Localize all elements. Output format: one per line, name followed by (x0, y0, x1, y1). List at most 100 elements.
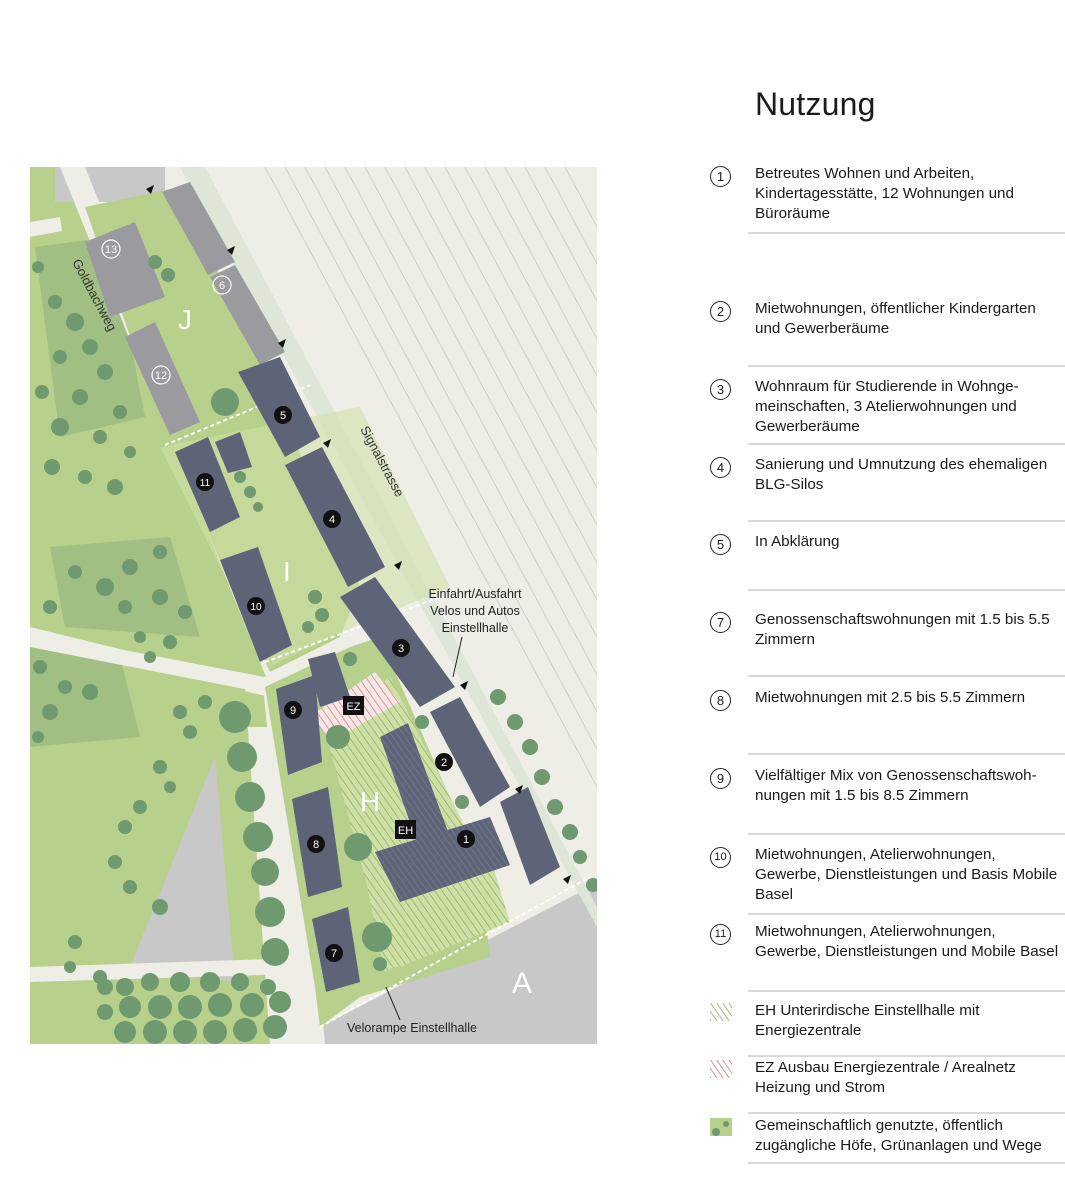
building-12-marker: 12 (151, 365, 171, 385)
legend-text: Sanierung und Umnutzung des ehemaligen B… (755, 456, 1048, 493)
svg-text:5: 5 (280, 410, 286, 422)
svg-text:4: 4 (329, 514, 335, 526)
svg-text:EH: EH (398, 825, 413, 837)
red-hatch-swatch (710, 1060, 732, 1082)
entrance-arrow-icon (563, 875, 571, 884)
legend-item: 1 Betreutes Wohnen und Arbeiten, Kinderta… (710, 164, 1065, 234)
building-9b (308, 652, 350, 707)
legend-divider (748, 589, 1065, 591)
legend-divider (748, 1112, 1065, 1114)
building-7-marker: 7 (325, 944, 343, 962)
legend-divider (748, 913, 1065, 915)
entrance-label-line3: Einstellhalle (442, 621, 509, 635)
building-5-marker: 5 (274, 406, 292, 424)
svg-text:7: 7 (331, 948, 337, 960)
site-map-svg: Goldbachweg Signalstrasse J I H A 13 6 1… (30, 167, 597, 1044)
ez-tag: EZ (343, 696, 364, 715)
building-10-marker: 10 (247, 597, 265, 615)
legend-divider (748, 1162, 1065, 1164)
legend-number-marker: 8 (710, 690, 732, 712)
legend-text: Genossenschaftswohnungen mit 1.5 bis 5.5… (755, 611, 1050, 648)
legend-number-marker: 10 (710, 847, 732, 869)
entrance-arrow-icon (227, 246, 235, 255)
legend-item: 10 Mietwohnungen, Atelierwohnungen, Gewer… (710, 845, 1065, 915)
legend-item: EZ Ausbau Energiezentrale / Arealnetz He… (710, 1058, 1065, 1114)
building-2b (380, 723, 450, 851)
building-13-marker: 13 (101, 239, 121, 259)
legend-number: 9 (710, 768, 731, 789)
green-area-swatch (710, 1118, 732, 1140)
svg-text:12: 12 (155, 370, 167, 382)
legend-divider (748, 443, 1065, 445)
zone-h-label: H (360, 786, 380, 817)
legend-number-marker: 4 (710, 457, 732, 479)
legend-number: 8 (710, 690, 731, 711)
legend-number: 7 (710, 612, 731, 633)
paved-triangle (130, 757, 235, 982)
zone-i-label: I (283, 556, 291, 587)
legend-number: 5 (710, 534, 731, 555)
entrance-label-line2: Velos und Autos (430, 604, 520, 618)
building-3-marker: 3 (392, 639, 410, 657)
legend-item: 9 Vielfältiger Mix von Genossenschaftswoh… (710, 766, 1065, 835)
svg-text:1: 1 (463, 834, 469, 846)
svg-text:11: 11 (200, 478, 211, 489)
legend-number: 11 (710, 924, 731, 945)
legend-text: Mietwohnungen, Atelierwohnungen, Gewerbe… (755, 846, 1058, 903)
site-map: Goldbachweg Signalstrasse J I H A 13 6 1… (30, 167, 597, 1044)
zone-j-label: J (178, 304, 192, 335)
ramp-leader-line (385, 986, 401, 1021)
legend-divider (748, 232, 1065, 234)
building-2 (430, 697, 510, 807)
legend-number: 1 (710, 166, 731, 187)
legend-number-marker: 2 (710, 301, 732, 323)
buildings-j (85, 182, 285, 435)
entrance-arrow-icon (515, 785, 523, 794)
legend-text: EH Unterirdische Einstellhalle mit Energ… (755, 1002, 980, 1039)
legend-divider (748, 833, 1065, 835)
entrance-arrow-icon (146, 185, 154, 194)
legend-number-marker: 11 (710, 924, 732, 946)
rail-tracks (264, 167, 597, 788)
legend-text: Vielfältiger Mix von Genossenschaftswoh-… (755, 767, 1037, 804)
legend-number: 10 (710, 847, 731, 868)
legend-text: Mietwohnungen, öffentlicher Kindergarten… (755, 300, 1036, 337)
building-4-marker: 4 (323, 510, 341, 528)
tree-area-2 (50, 537, 200, 637)
building-12 (125, 322, 200, 435)
legend-number: 4 (710, 457, 731, 478)
legend-divider (748, 365, 1065, 367)
building-1-marker: 1 (457, 830, 475, 848)
legend-text: Mietwohnungen, Atelierwohnungen, Gewerbe… (755, 923, 1059, 960)
legend-text: Wohnraum für Studierende in Wohnge-meins… (755, 378, 1019, 435)
entrance-label-line1: Einfahrt/Ausfahrt (428, 587, 522, 601)
eh-tag: EH (395, 820, 416, 839)
svg-text:9: 9 (290, 705, 296, 717)
building-1a (500, 787, 560, 885)
legend-text: Mietwohnungen mit 2.5 bis 5.5 Zimmern (755, 689, 1026, 706)
legend-number-marker: 3 (710, 379, 732, 401)
legend-text: EZ Ausbau Energiezentrale / Arealnetz He… (755, 1059, 1016, 1096)
building-6-marker: 6 (212, 275, 232, 295)
green-hatch-swatch (710, 1003, 732, 1025)
legend-item: 7 Genossenschaftswohnungen mit 1.5 bis 5.… (710, 610, 1065, 677)
legend-item: EH Unterirdische Einstellhalle mit Energ… (710, 1001, 1065, 1057)
entrance-leader-line (452, 636, 463, 678)
legend-number-marker: 9 (710, 768, 732, 790)
legend-text: Betreutes Wohnen und Arbeiten, Kindertag… (755, 165, 1014, 222)
legend-text: Gemeinschaftlich genutzte, öffentlich zu… (755, 1117, 1042, 1154)
svg-text:2: 2 (441, 757, 447, 769)
legend-item: 4 Sanierung und Umnutzung des ehemaligen … (710, 455, 1065, 522)
building-9 (276, 675, 322, 775)
legend-number-marker: 5 (710, 534, 732, 556)
svg-text:13: 13 (105, 244, 117, 256)
svg-text:3: 3 (398, 643, 404, 655)
legend-number: 3 (710, 379, 731, 400)
trees (32, 255, 597, 1044)
legend-divider (748, 675, 1065, 677)
legend-item: 8 Mietwohnungen mit 2.5 bis 5.5 Zimmern (710, 688, 1065, 755)
entrance-arrow-icon (278, 339, 286, 348)
building-2-marker: 2 (435, 753, 453, 771)
